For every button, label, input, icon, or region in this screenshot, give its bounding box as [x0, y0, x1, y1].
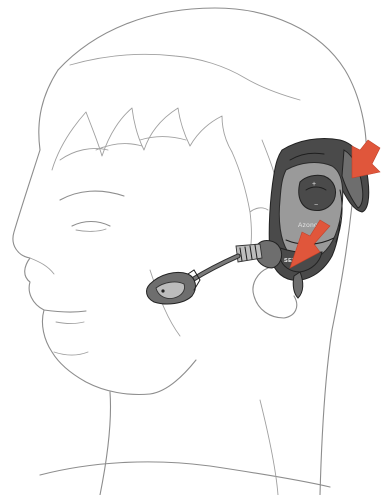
minus-button-symbol: −	[314, 202, 318, 209]
headset-device: + − Azonosit SENA	[147, 138, 369, 304]
down-arrow-icon	[352, 140, 380, 178]
hair	[52, 54, 300, 252]
face-features	[30, 191, 180, 355]
plus-button-symbol: +	[312, 181, 316, 188]
